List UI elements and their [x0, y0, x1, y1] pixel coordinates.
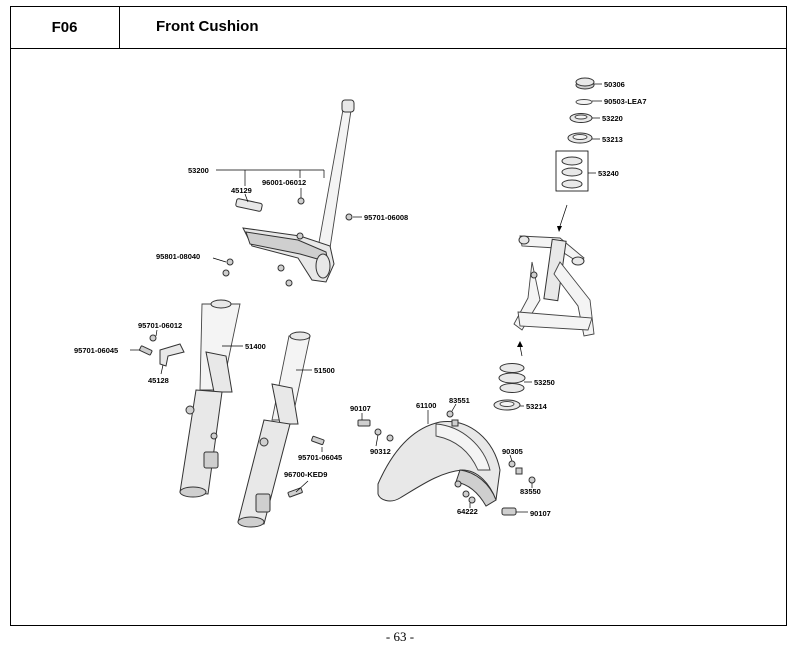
callout-45128: 45128: [148, 376, 169, 385]
callout-53220: 53220: [602, 114, 623, 123]
front-fender-61100: [377, 421, 501, 507]
washer-90312: [374, 428, 382, 436]
frame-head: [513, 235, 595, 337]
bolt-45129: [235, 198, 263, 212]
bolt-95801: [222, 258, 234, 277]
page-number: - 63 -: [385, 629, 415, 644]
callout-96001-06012: 96001-06012: [262, 178, 306, 187]
bolt-95701-06012-left: [149, 334, 157, 342]
callout-45129: 45129: [231, 186, 252, 195]
nut-90312: [386, 434, 394, 442]
stem-bolts: [277, 264, 293, 287]
callout-53250: 53250: [534, 378, 555, 387]
bolt-96700: [287, 487, 303, 498]
callout-90312: 90312: [370, 447, 391, 456]
header-divider: [120, 48, 787, 49]
bolt-95701-06008: [345, 213, 353, 221]
callout-51500: 51500: [314, 366, 335, 375]
steering-stem: [242, 99, 355, 283]
screw-90107-left: [357, 419, 371, 427]
bearing-set-53240: [555, 150, 589, 192]
bolt-95701-06045-right: [311, 435, 325, 446]
bracket-45128: [159, 343, 185, 367]
lock-nut-50306: [575, 77, 595, 90]
callout-90107-left: 90107: [350, 404, 371, 413]
callout-95801-08040: 95801-08040: [156, 252, 200, 261]
callout-83550: 83550: [520, 487, 541, 496]
callout-61100: 61100: [416, 401, 436, 410]
callout-95701-06045-right: 95701-06045: [298, 453, 342, 462]
race-53214: [493, 399, 521, 411]
race-53213: [567, 132, 593, 144]
bolt-stem-top: [296, 232, 304, 240]
callout-83551: 83551: [449, 396, 470, 405]
leader-lines: [130, 83, 602, 513]
callout-64222: 64222: [457, 507, 478, 516]
callout-53214: 53214: [526, 402, 548, 411]
nut-96001: [297, 197, 305, 205]
screw-90107-right: [501, 507, 517, 516]
callout-53200: 53200: [188, 166, 209, 175]
callout-96700-ked9: 96700-KED9: [284, 470, 327, 479]
race-53220: [569, 113, 593, 123]
callout-90305: 90305: [502, 447, 523, 456]
clip-83551: [446, 410, 459, 427]
grommet-64222: [462, 490, 476, 504]
section-title: Front Cushion: [156, 18, 259, 35]
callout-90107-right: 90107: [530, 509, 551, 518]
assembly-arrow-lower-head: [517, 341, 523, 347]
callout-90503-lea7: 90503-LEA7: [604, 97, 647, 106]
callout-50306: 50306: [604, 80, 625, 89]
diagram-frame: [10, 6, 787, 626]
fork-right-51500: [237, 331, 311, 528]
assembly-arrow-lower: [519, 345, 523, 357]
bearing-53250: [498, 363, 526, 393]
assembly-arrow: [559, 204, 568, 227]
fork-left-51400: [179, 299, 241, 498]
nut-90305: [508, 460, 523, 475]
callout-53213: 53213: [602, 135, 623, 144]
callout-95701-06012: 95701-06012: [138, 321, 182, 330]
bolt-95701-06045-left: [139, 345, 153, 356]
washer-90503: [575, 99, 593, 105]
section-code: F06: [10, 6, 120, 49]
assembly-arrow-head: [557, 226, 562, 232]
clip-83550: [528, 476, 536, 484]
callout-95701-06008: 95701-06008: [364, 213, 408, 222]
callout-95701-06045-left: 95701-06045: [74, 346, 118, 355]
callout-51400: 51400: [245, 342, 266, 351]
callout-53240: 53240: [598, 169, 619, 178]
